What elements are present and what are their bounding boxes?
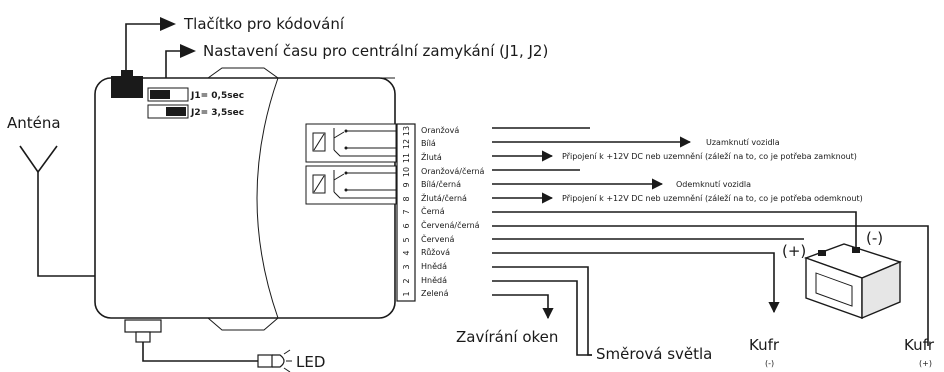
led-housing <box>257 354 273 368</box>
battery-terminal-pos <box>818 250 826 256</box>
antenna-label: Anténa <box>7 114 61 132</box>
pin-12: 12 <box>402 139 411 149</box>
pin-3: 3 <box>402 264 411 269</box>
antenna-icon <box>19 145 58 174</box>
led-cable <box>142 342 258 362</box>
unlock-vehicle-label: Odemknutí vozidla <box>676 180 751 189</box>
pin-7: 7 <box>402 209 411 214</box>
antenna-cable <box>37 172 95 277</box>
pin-11: 11 <box>402 153 411 163</box>
wire-7 <box>492 211 857 252</box>
coding-callout-arrow <box>160 17 176 31</box>
wire-1 <box>492 294 554 320</box>
battery-neg-label: (-) <box>866 229 883 247</box>
pin-10: 10 <box>402 167 411 177</box>
pin-4: 4 <box>402 250 411 255</box>
wire-label-12: Bílá <box>421 139 436 148</box>
battery-pos-label: (+) <box>782 242 806 260</box>
car-battery: (+) (-) <box>782 229 903 320</box>
wire-label-11: Žlutá <box>421 151 442 162</box>
housing-curve-left <box>256 77 279 319</box>
pin-9: 9 <box>402 182 411 187</box>
jumper-j1-cap <box>150 90 170 99</box>
led-label: LED <box>296 353 325 371</box>
trunk-neg-sign: (-) <box>765 359 774 368</box>
wire-runs <box>492 127 929 356</box>
trunk-pos-sign: (+) <box>919 359 932 368</box>
wire-6 <box>492 225 929 346</box>
top-lug <box>206 67 280 79</box>
trunk-pos-label: Kufr <box>904 336 935 354</box>
coding-button-label: Tlačítko pro kódování <box>183 15 345 33</box>
led-assembly: LED <box>124 319 325 372</box>
lock-time-callout: Nastavení času pro centrální zamykání (J… <box>165 42 548 80</box>
jumper-j1-label: J1= 0,5sec <box>190 91 244 101</box>
pin-13: 13 <box>402 126 411 136</box>
pin-6: 6 <box>402 223 411 228</box>
coding-button-cap <box>121 70 133 78</box>
pin-5: 5 <box>402 237 411 242</box>
wire-connector <box>396 123 416 302</box>
coding-callout-line <box>125 23 160 73</box>
wire-labels: Oranžová Bílá Žlutá Oranžová/černá Bílá/… <box>421 126 485 298</box>
pin-1: 1 <box>402 291 411 296</box>
led-plug <box>135 331 151 343</box>
wire-label-6: Červená/černá <box>421 219 480 230</box>
led-connector <box>124 319 162 333</box>
wire-2 <box>492 280 592 356</box>
wire-label-5: Červená <box>421 233 455 244</box>
wire-label-2: Hnědá <box>421 276 447 285</box>
target-labels: Uzamknutí vozidla Připojení k +12V DC ne… <box>456 138 935 368</box>
wire-label-3: Hnědá <box>421 262 447 271</box>
lock-connect-label: Připojení k +12V DC neb uzemnění (záleží… <box>562 152 857 161</box>
coding-button-callout: Tlačítko pro kódování <box>125 15 345 73</box>
wire-label-13: Oranžová <box>421 126 459 135</box>
wire-label-8: Žlutá/černá <box>421 192 467 203</box>
coding-button[interactable] <box>111 76 143 98</box>
wire-4 <box>492 252 780 314</box>
unlock-relay <box>305 165 397 205</box>
lock-time-callout-arrow <box>180 44 196 58</box>
antenna: Anténa <box>7 114 95 277</box>
pin-numbers: 13 12 11 10 9 8 7 6 5 4 3 2 1 <box>402 126 411 297</box>
jumper-j2-cap <box>166 107 186 116</box>
lock-time-callout-line <box>165 50 180 80</box>
trunk-neg-label: Kufr <box>749 336 780 354</box>
jumper-j2-label: J2= 3,5sec <box>190 108 244 118</box>
indicators-label: Směrová světla <box>596 345 712 363</box>
wire-label-1: Zelená <box>421 289 449 298</box>
battery-terminal-neg <box>852 247 860 253</box>
battery-side <box>861 260 901 320</box>
wire-label-4: Růžová <box>421 247 450 257</box>
control-unit: J1= 0,5sec J2= 3,5sec <box>94 67 416 331</box>
wire-label-7: Černá <box>421 205 445 216</box>
unlock-connect-label: Připojení k +12V DC neb uzemnění (záleží… <box>562 194 863 203</box>
lock-vehicle-label: Uzamknutí vozidla <box>706 138 780 147</box>
bottom-lug <box>206 317 280 331</box>
led-icon <box>272 354 285 368</box>
lock-time-label: Nastavení času pro centrální zamykání (J… <box>203 42 548 60</box>
pin-8: 8 <box>402 196 411 201</box>
lock-relay <box>305 123 397 163</box>
pin-2: 2 <box>402 278 411 283</box>
wire-label-9: Bílá/černá <box>421 179 461 189</box>
windows-label: Zavírání oken <box>456 328 558 346</box>
battery-label-plate <box>815 272 853 307</box>
wire-label-10: Oranžová/černá <box>421 166 485 176</box>
